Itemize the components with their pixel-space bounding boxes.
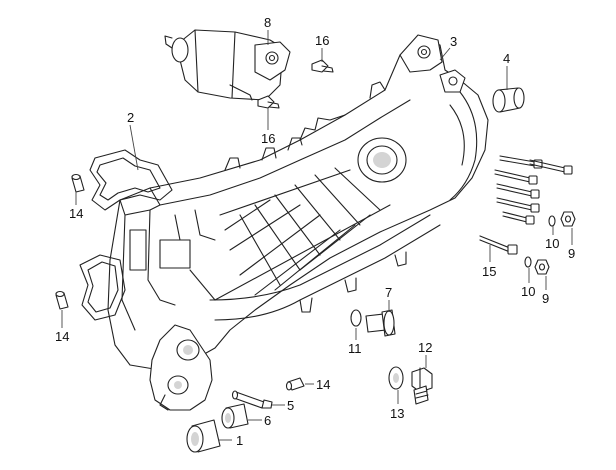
callout-13: 13 bbox=[390, 406, 404, 421]
callout-9-lower: 9 bbox=[542, 291, 549, 306]
callout-3: 3 bbox=[450, 34, 457, 49]
callout-8: 8 bbox=[264, 15, 271, 30]
callout-4: 4 bbox=[503, 51, 510, 66]
leader-lines bbox=[61, 30, 573, 441]
nut-9-upper bbox=[560, 211, 576, 227]
callout-9-upper: 9 bbox=[568, 246, 575, 261]
shaft-5 bbox=[231, 390, 273, 409]
callout-2: 2 bbox=[127, 110, 134, 125]
dowel-pin-14-left bbox=[55, 290, 69, 310]
bushing-6 bbox=[221, 403, 249, 429]
washer-10-lower bbox=[524, 256, 532, 268]
washer-13 bbox=[388, 366, 404, 390]
plug-7 bbox=[365, 309, 396, 337]
callout-15: 15 bbox=[482, 264, 496, 279]
callout-7: 7 bbox=[385, 285, 392, 300]
drain-bolt-12 bbox=[411, 367, 433, 405]
nut-9-lower bbox=[534, 259, 550, 275]
callout-14-upper: 14 bbox=[69, 206, 83, 221]
callout-14-left: 14 bbox=[55, 329, 69, 344]
callout-6: 6 bbox=[264, 413, 271, 428]
crankcase-ribs bbox=[214, 167, 391, 301]
starter-motor bbox=[164, 29, 291, 101]
bolt-16-upper bbox=[311, 59, 334, 73]
bolt-16-lower bbox=[257, 95, 280, 109]
callout-14-bottom: 14 bbox=[316, 377, 330, 392]
bushing-1 bbox=[186, 419, 221, 453]
callout-10-upper: 10 bbox=[545, 236, 559, 251]
callout-labels: 1 2 3 4 5 6 7 8 9 9 10 10 11 12 13 14 14… bbox=[55, 15, 575, 448]
washer-10-upper bbox=[548, 215, 556, 227]
callout-1: 1 bbox=[236, 433, 243, 448]
gasket-lower bbox=[79, 254, 126, 321]
callout-5: 5 bbox=[287, 398, 294, 413]
gasket-upper bbox=[89, 149, 173, 211]
bolt-set-right bbox=[494, 155, 573, 225]
o-ring-11 bbox=[350, 309, 362, 327]
callout-10-lower: 10 bbox=[521, 284, 535, 299]
bushing-4 bbox=[492, 87, 525, 113]
bolt-15 bbox=[479, 235, 518, 255]
callout-12: 12 bbox=[418, 340, 432, 355]
dowel-pin-14-bottom bbox=[285, 377, 305, 391]
crankcase-body bbox=[107, 34, 489, 411]
callout-11: 11 bbox=[348, 341, 362, 356]
callout-16-lower: 16 bbox=[261, 131, 275, 146]
dowel-pin-14-upper bbox=[71, 173, 85, 193]
callout-16-upper: 16 bbox=[315, 33, 329, 48]
